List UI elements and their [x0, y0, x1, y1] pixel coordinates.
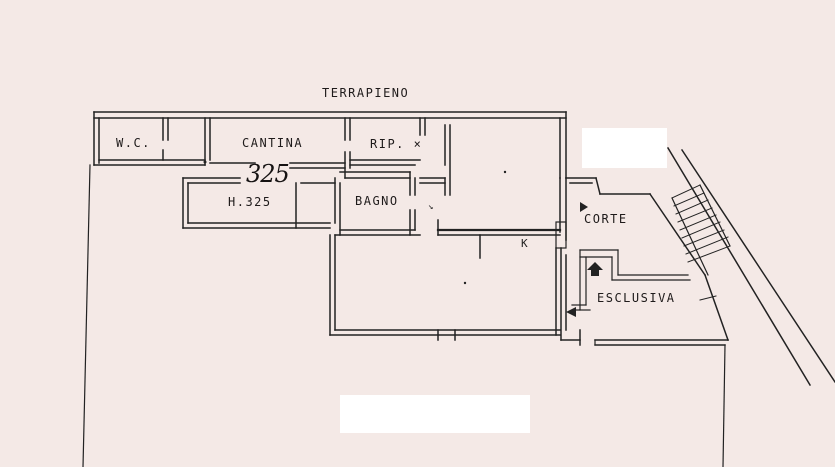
redaction-block-bottom	[340, 395, 530, 433]
corte-label: CORTE	[584, 212, 628, 226]
redaction-block-top	[582, 128, 667, 168]
stair-arrow	[587, 262, 603, 270]
handwritten-height: 325	[246, 160, 290, 188]
wc-label: W.C.	[116, 136, 151, 150]
left-boundary-line	[82, 164, 91, 467]
svg-text:↘: ↘	[428, 202, 433, 212]
cantina-label: CANTINA	[242, 136, 304, 150]
terrapieno-label: TERRAPIENO	[322, 86, 410, 100]
svg-text:K: K	[521, 237, 528, 250]
right-boundary-line	[722, 344, 726, 467]
bagno-label: BAGNO	[355, 194, 399, 208]
arrow-mark	[580, 202, 588, 212]
height-label: H.325	[228, 195, 272, 209]
esclusiva-label: ESCLUSIVA	[597, 291, 676, 305]
rip-label: RIP. ×	[370, 137, 423, 151]
